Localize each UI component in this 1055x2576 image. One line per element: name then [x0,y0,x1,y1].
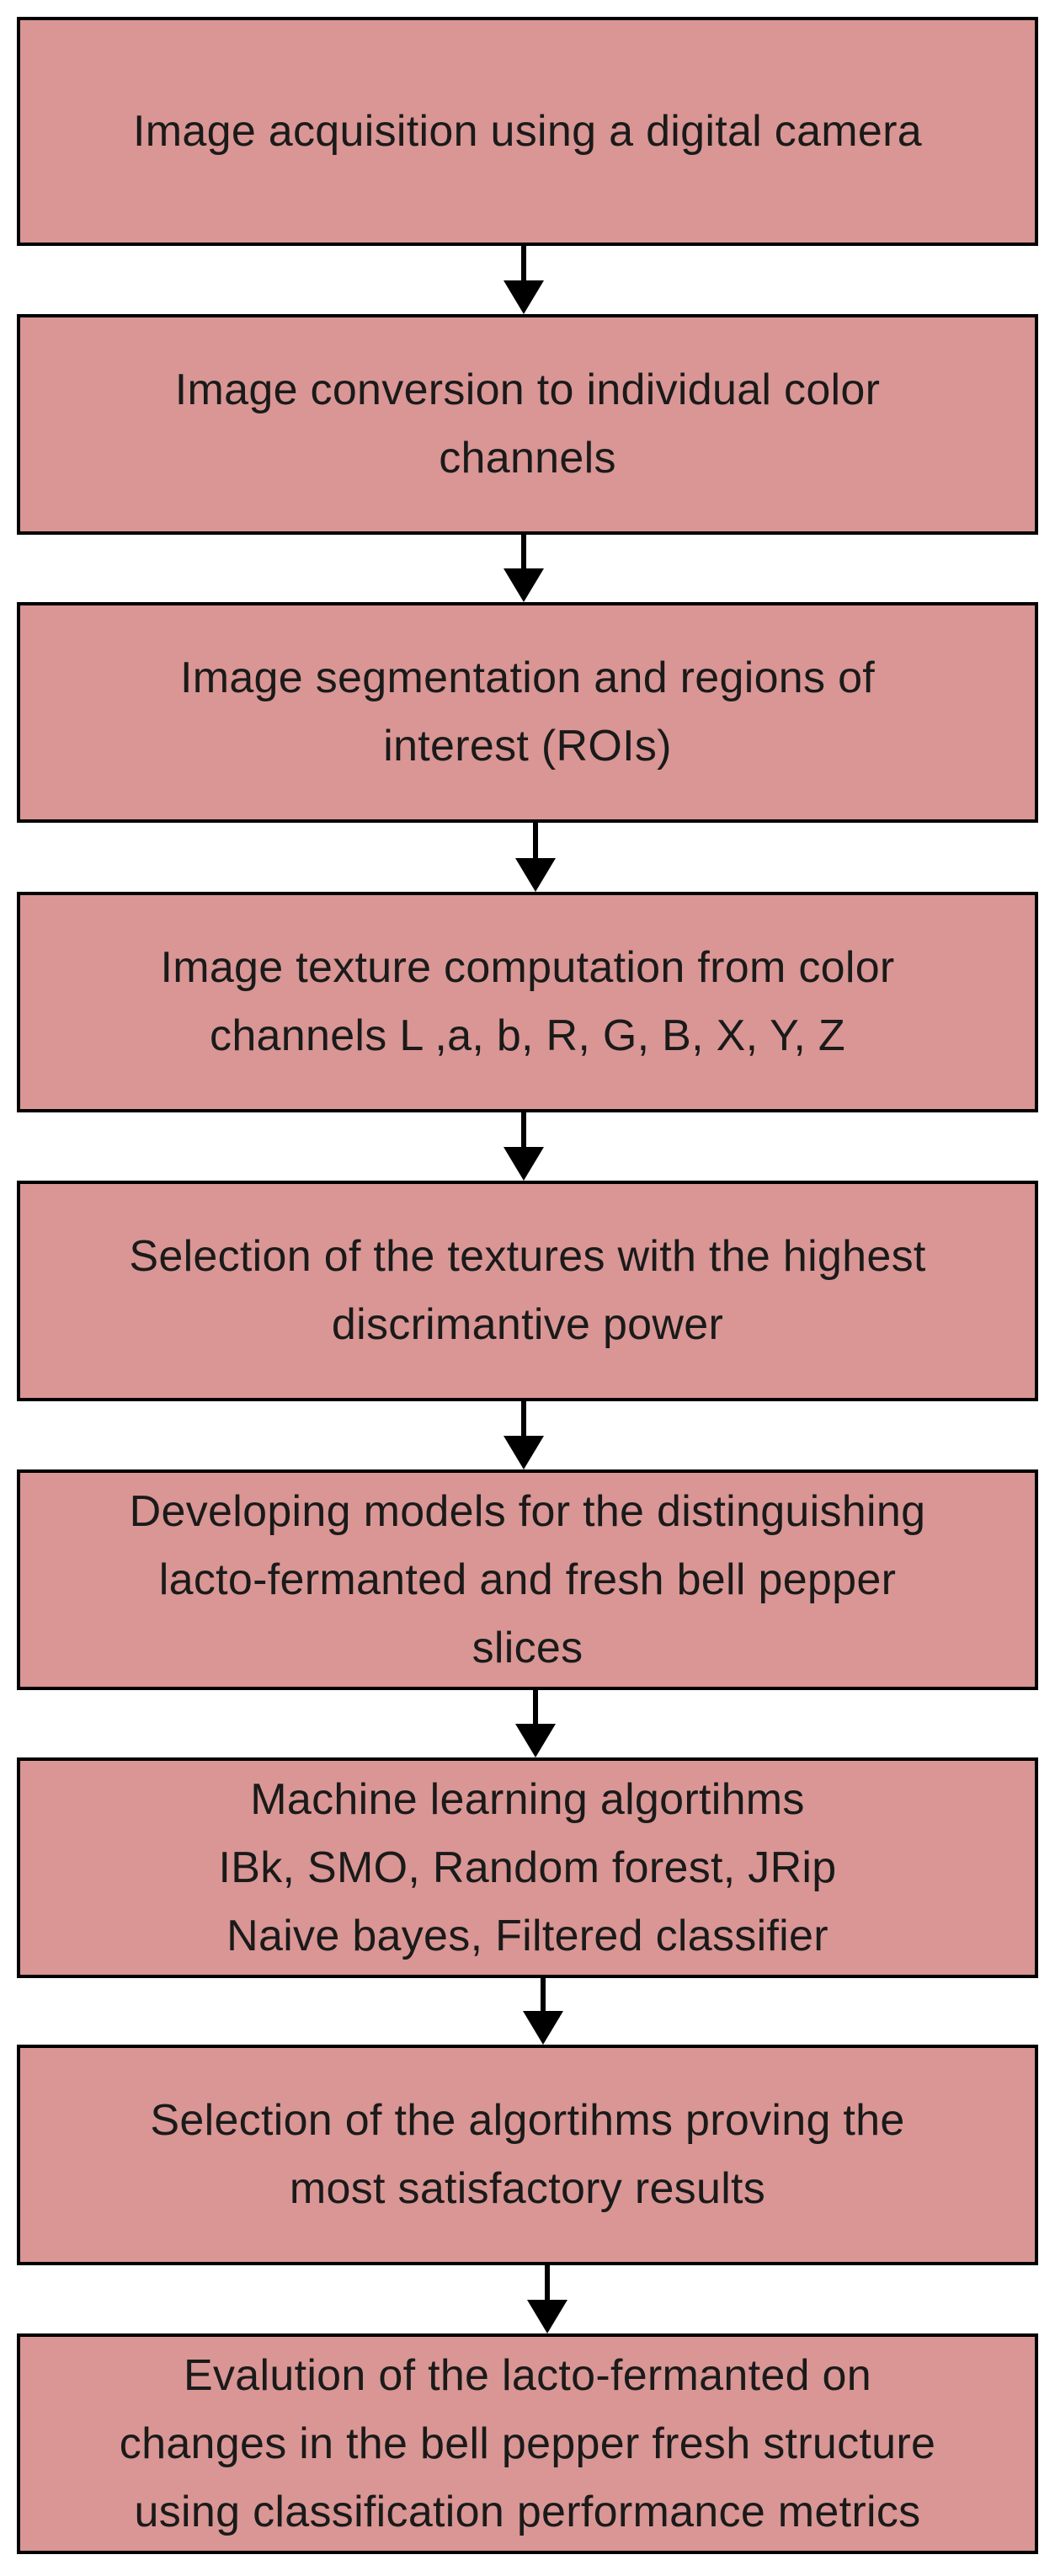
flow-step-1: Image acquisition using a digital camera [17,17,1038,246]
flow-step-text: slices [472,1623,583,1672]
flow-step-text: channels [439,434,616,483]
flow-step-text: most satisfactory results [289,2164,766,2213]
flow-step-text: Selection of the algortihms proving the [150,2096,905,2145]
flow-step-4: Image texture computation from color chan… [17,892,1038,1112]
flow-step-5: Selection of the textures with the highe… [17,1181,1038,1401]
flow-step-text: Machine learning algortihms [250,1774,805,1824]
flow-step-8: Selection of the algortihms proving the m… [17,2045,1038,2265]
flow-step-text: channels L ,a, b, R, G, B, X, Y, Z [210,1011,845,1060]
flow-step-text: discrimantive power [331,1300,724,1349]
flow-step-text: Naive bayes, Filtered classifier [226,1911,829,1960]
flow-step-text: IBk, SMO, Random forest, JRip [218,1843,837,1892]
flow-arrow-6 [515,1690,556,1757]
flow-arrow-5 [504,1401,544,1469]
flow-step-text: Evalution of the lacto-fermanted on [184,2350,871,2400]
flow-step-6: Developing models for the distinguishing… [17,1469,1038,1690]
flow-step-text: Developing models for the distinguishing [129,1486,926,1536]
flow-arrow-2 [504,535,544,602]
flow-step-text: Image acquisition using a digital camera [133,106,922,156]
flow-step-text: using classification performance metrics [134,2487,921,2536]
flow-step-text: Image texture computation from color [160,943,895,992]
flow-arrow-1 [504,246,544,314]
flow-step-text: changes in the bell pepper fresh structu… [119,2419,936,2468]
flow-step-text: lacto-fermanted and fresh bell pepper [158,1555,897,1604]
flow-arrow-4 [504,1112,544,1181]
flow-step-text: Selection of the textures with the highe… [129,1232,926,1281]
flow-step-2: Image conversion to individual color chan… [17,314,1038,535]
flow-arrow-7 [523,1978,563,2045]
flow-arrow-8 [527,2265,567,2333]
flow-step-text: Image segmentation and regions of [179,653,876,702]
flow-step-text: Image conversion to individual color [174,365,881,414]
flow-step-text: interest (ROIs) [383,722,672,771]
flow-step-3: Image segmentation and regions of interes… [17,602,1038,823]
flow-arrow-3 [515,823,556,892]
flow-step-9: Evalution of the lacto-fermanted on chang… [17,2333,1038,2554]
